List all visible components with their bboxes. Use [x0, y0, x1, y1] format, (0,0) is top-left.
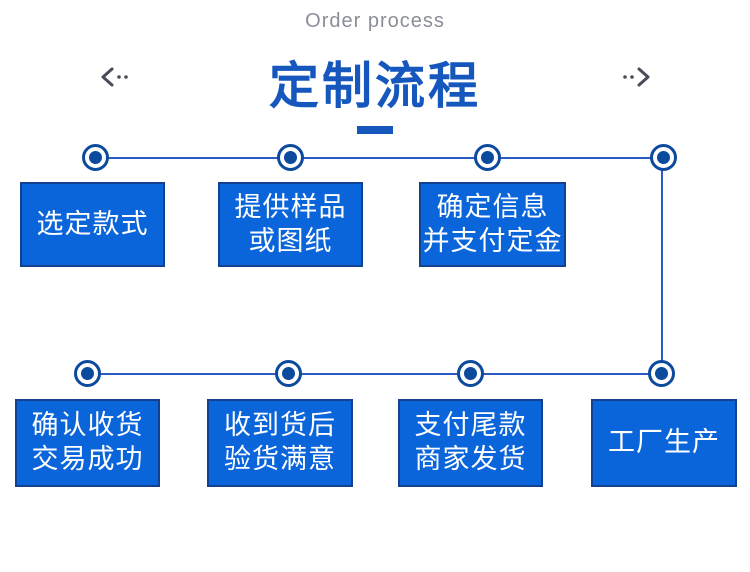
step-box-pay-balance: 支付尾款 商家发货 — [398, 399, 543, 487]
page-title: 定制流程 — [269, 58, 481, 114]
step-box-select-style: 选定款式 — [20, 182, 165, 267]
timeline-node — [474, 144, 501, 171]
node-dot — [282, 367, 295, 380]
step-label-line: 选定款式 — [36, 208, 149, 239]
node-dot — [284, 151, 297, 164]
step-box-confirm-receipt: 确认收货 交易成功 — [15, 399, 160, 487]
connector-bottom-line — [87, 373, 661, 375]
timeline-node — [277, 144, 304, 171]
step-box-factory-production: 工厂生产 — [591, 399, 737, 487]
node-dot — [464, 367, 477, 380]
step-label-line: 提供样品 — [234, 191, 347, 222]
step-label-line: 工厂生产 — [608, 427, 720, 458]
step-label-line: 确认收货 — [31, 410, 144, 441]
timeline-node — [457, 360, 484, 387]
timeline-node — [74, 360, 101, 387]
timeline-node — [648, 360, 675, 387]
node-dot — [655, 367, 668, 380]
step-label-line: 确定信息 — [436, 191, 549, 222]
step-box-confirm-deposit: 确定信息 并支付定金 — [419, 182, 566, 267]
node-dot — [89, 151, 102, 164]
timeline-node — [275, 360, 302, 387]
step-label-line: 收到货后 — [224, 410, 336, 441]
timeline-node — [82, 144, 109, 171]
step-label-line: 交易成功 — [31, 444, 144, 474]
carousel-prev-arrow-icon[interactable] — [99, 66, 133, 88]
title-underline-dash — [357, 126, 393, 134]
step-label-line: 并支付定金 — [422, 225, 563, 256]
subtitle-order-process: Order process — [305, 10, 445, 32]
node-dot — [657, 151, 670, 164]
step-label-line: 商家发货 — [414, 444, 527, 474]
step-label-line: 或图纸 — [248, 225, 333, 256]
connector-top-line — [95, 157, 663, 159]
step-label-line: 验货满意 — [224, 444, 336, 474]
node-dot — [81, 367, 94, 380]
step-label-line: 支付尾款 — [414, 410, 527, 441]
step-box-provide-sample: 提供样品 或图纸 — [218, 182, 363, 267]
carousel-next-arrow-icon[interactable] — [618, 66, 652, 88]
node-dot — [481, 151, 494, 164]
step-box-inspect-goods: 收到货后 验货满意 — [207, 399, 353, 487]
timeline-node — [650, 144, 677, 171]
connector-right-vertical-line — [661, 158, 663, 375]
